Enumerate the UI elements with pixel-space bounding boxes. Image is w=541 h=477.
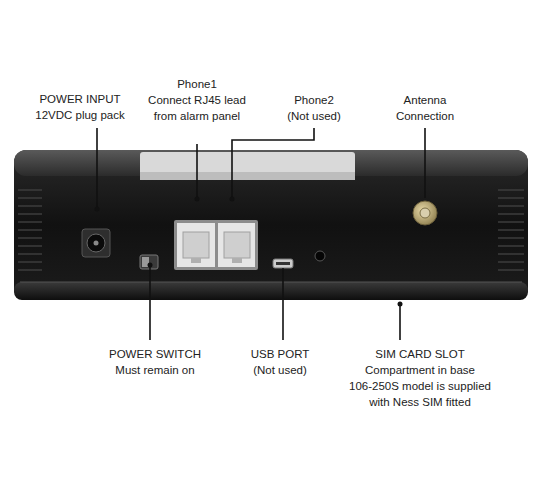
callout-label: Connection — [375, 108, 475, 124]
usb-slot — [276, 262, 290, 265]
callout-label: SIM CARD SLOT — [335, 346, 505, 362]
housing — [14, 150, 528, 300]
vents — [18, 190, 524, 270]
port-block — [174, 220, 258, 270]
usb-port — [273, 259, 293, 268]
callout-label: POWER INPUT — [20, 91, 140, 107]
callout-label: POWER SWITCH — [95, 346, 215, 362]
callout-label: Phone1 — [152, 76, 242, 92]
top-window — [140, 152, 355, 180]
power-switch — [140, 255, 158, 269]
callout-label: Must remain on — [95, 362, 215, 378]
antenna-connector — [413, 201, 437, 225]
power-jack — [82, 229, 110, 257]
callout-label: (Not used) — [269, 108, 359, 124]
housing-base — [14, 282, 528, 300]
rj45-tab — [232, 258, 242, 263]
rj45-port — [177, 223, 215, 267]
rj45-socket — [224, 232, 250, 258]
top-window-edge — [140, 172, 355, 180]
callout-label: Connect RJ45 lead from alarm panel — [140, 92, 254, 124]
callout-label: 12VDC plug pack — [20, 107, 140, 123]
leader-lines — [97, 128, 425, 340]
callout-label: Compartment in base — [335, 362, 505, 378]
reset-hole — [315, 251, 325, 261]
callout-label: Antenna — [380, 92, 470, 108]
antenna-core — [420, 208, 430, 218]
rj45-tab — [191, 258, 201, 263]
callout-label: Phone2 — [269, 92, 359, 108]
callout-label: 106-250S model is supplied with Ness SIM… — [338, 378, 502, 410]
callout-label: (Not used) — [230, 362, 330, 378]
rj45-socket — [183, 232, 209, 258]
rj45-port — [218, 223, 255, 267]
power-jack-pin — [94, 241, 99, 246]
seam — [20, 282, 522, 283]
callout-label: USB PORT — [230, 346, 330, 362]
leader-dots — [95, 197, 403, 307]
power-jack-hole — [87, 234, 105, 252]
